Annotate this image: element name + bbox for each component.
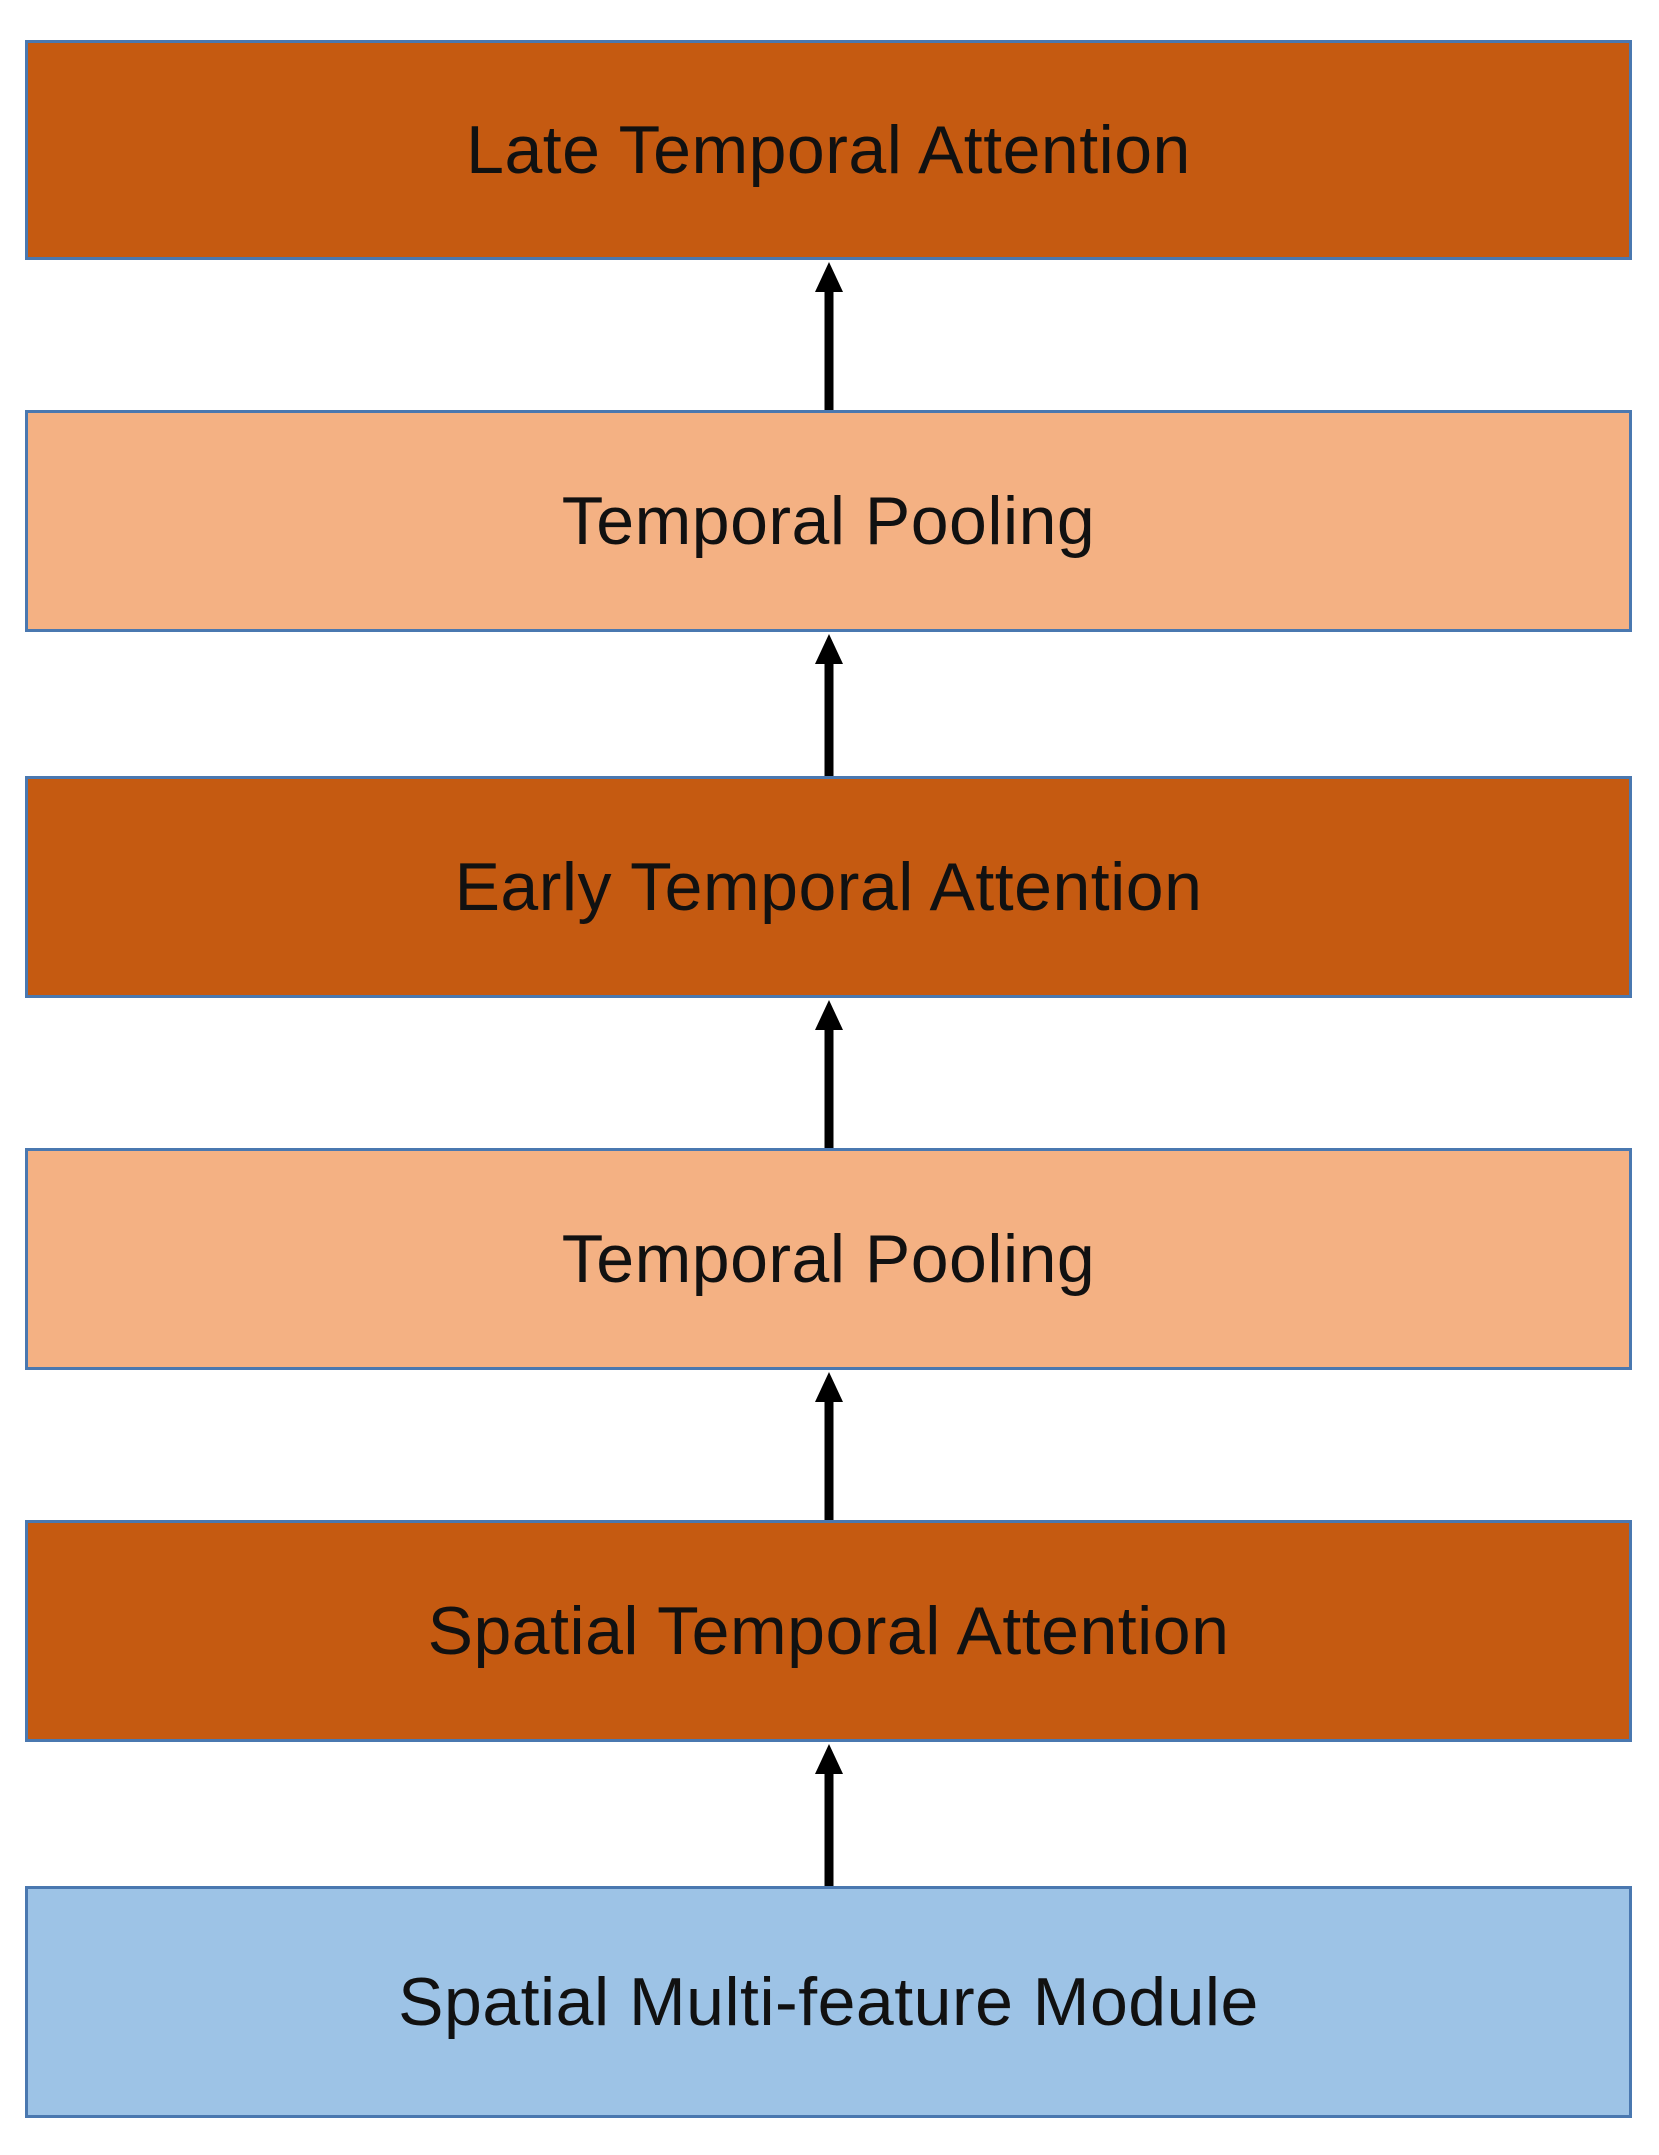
arrow-up-4 bbox=[809, 1372, 849, 1522]
arrow-up-5 bbox=[809, 1744, 849, 1888]
arrow-up-icon bbox=[815, 1000, 843, 1150]
block-spatial-multi-feature-module: Spatial Multi-feature Module bbox=[25, 1886, 1632, 2118]
block-label: Late Temporal Attention bbox=[466, 112, 1191, 188]
block-temporal-pooling-lower: Temporal Pooling bbox=[25, 1148, 1632, 1370]
arrow-up-3 bbox=[809, 1000, 849, 1150]
block-spatial-temporal-attention: Spatial Temporal Attention bbox=[25, 1520, 1632, 1742]
block-label: Temporal Pooling bbox=[561, 483, 1096, 559]
arrow-up-2 bbox=[809, 634, 849, 778]
block-late-temporal-attention: Late Temporal Attention bbox=[25, 40, 1632, 260]
block-label: Spatial Multi-feature Module bbox=[398, 1964, 1259, 2040]
arrow-up-1 bbox=[809, 262, 849, 412]
block-label: Spatial Temporal Attention bbox=[427, 1593, 1230, 1669]
block-label: Early Temporal Attention bbox=[454, 849, 1203, 925]
arrow-up-icon bbox=[815, 634, 843, 778]
block-temporal-pooling-upper: Temporal Pooling bbox=[25, 410, 1632, 632]
block-label: Temporal Pooling bbox=[561, 1221, 1096, 1297]
arrow-up-icon bbox=[815, 1744, 843, 1888]
arrow-up-icon bbox=[815, 1372, 843, 1522]
arrow-up-icon bbox=[815, 262, 843, 412]
block-early-temporal-attention: Early Temporal Attention bbox=[25, 776, 1632, 998]
